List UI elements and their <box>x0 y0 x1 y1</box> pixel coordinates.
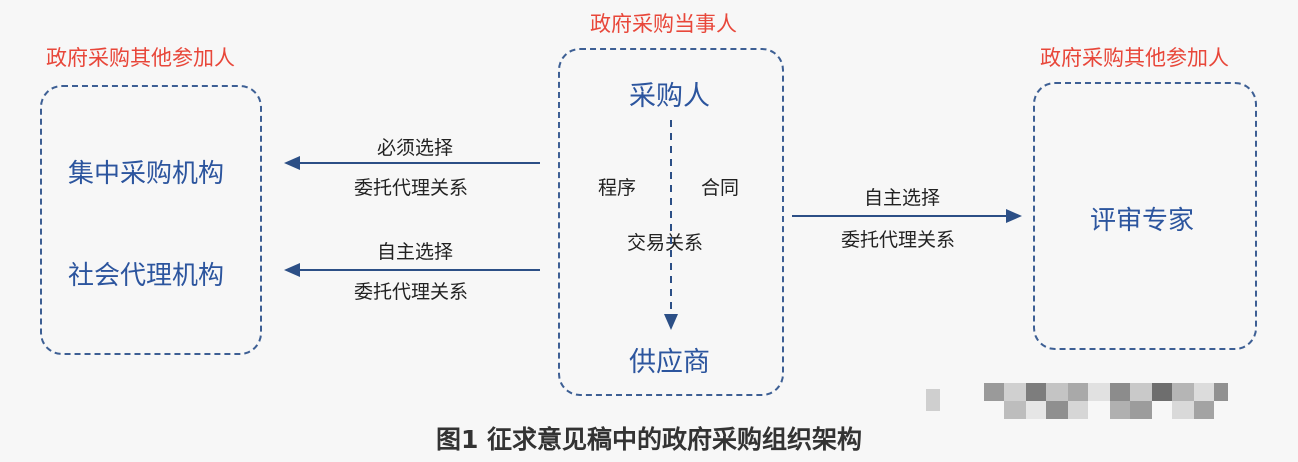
center-parties-box <box>558 48 784 396</box>
right-experts-box <box>1033 82 1257 350</box>
review-experts-label: 评审专家 <box>1090 206 1195 236</box>
lower-left-arrow-text-1: 自主选择 <box>377 241 454 263</box>
right-arrowhead <box>1006 209 1022 223</box>
center-parties-label: 政府采购当事人 <box>590 12 737 36</box>
left-agencies-box <box>40 85 262 355</box>
left-participants-label: 政府采购其他参加人 <box>46 46 235 70</box>
pixelated-watermark <box>920 381 1230 419</box>
right-participants-label: 政府采购其他参加人 <box>1040 46 1229 70</box>
social-agency: 社会代理机构 <box>68 261 225 291</box>
upper-left-arrowhead <box>284 156 300 170</box>
lower-left-arrowhead <box>284 263 300 277</box>
dashed-vertical-arrowhead <box>664 314 678 330</box>
transaction-relation-label: 交易关系 <box>627 232 704 254</box>
upper-left-arrow-text-1: 必须选择 <box>377 137 454 159</box>
upper-left-arrow-text-2: 委托代理关系 <box>354 177 469 199</box>
centralized-procurement-agency: 集中采购机构 <box>68 159 225 189</box>
procedure-label: 程序 <box>598 177 637 199</box>
supplier-label: 供应商 <box>629 347 710 378</box>
lower-left-arrow-text-2: 委托代理关系 <box>354 281 469 303</box>
figure-caption: 图1 征求意见稿中的政府采购组织架构 <box>435 425 863 454</box>
purchaser-label: 采购人 <box>629 81 710 112</box>
contract-label: 合同 <box>701 177 740 199</box>
right-arrow-text-1: 自主选择 <box>864 187 941 209</box>
right-arrow-text-2: 委托代理关系 <box>841 229 956 251</box>
